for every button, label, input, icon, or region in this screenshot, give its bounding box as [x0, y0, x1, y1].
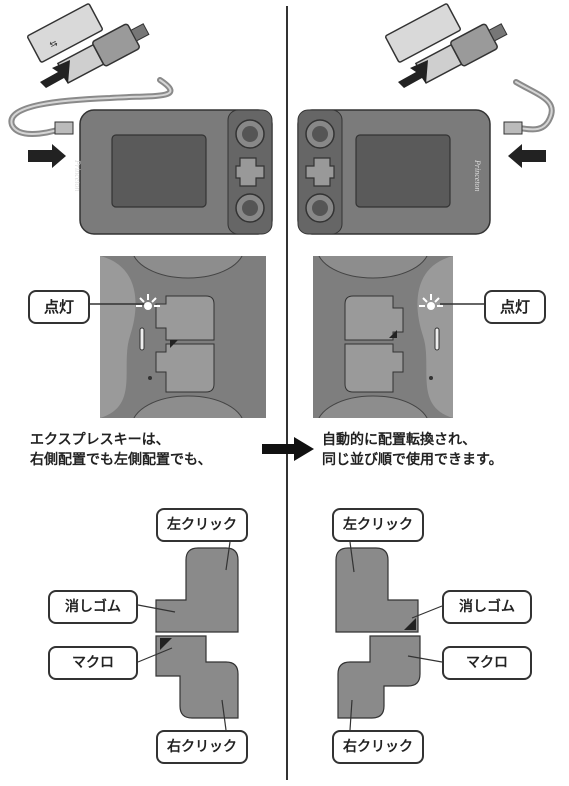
indicator-light-icon	[419, 294, 443, 310]
right-key-macro-label: マクロ	[442, 646, 532, 680]
usb-port-icon	[385, 3, 461, 63]
indicator-light-icon	[136, 294, 160, 310]
insert-arrow-icon	[398, 60, 428, 88]
right-light-callout: 点灯	[484, 290, 546, 324]
center-divider	[286, 6, 288, 780]
side-arrow-icon	[28, 144, 66, 168]
left-key-eraser-label: 消しゴム	[48, 590, 138, 624]
right-caption-line1: 自動的に配置転換され、	[322, 432, 477, 448]
left-light-callout: 点灯	[28, 290, 90, 324]
right-key-eraser-label: 消しゴム	[442, 590, 532, 624]
left-key-macro-label: マクロ	[48, 646, 138, 680]
left-key-right-click-label: 右クリック	[156, 730, 248, 764]
left-caption-line2: 右側配置でも左側配置でも、	[30, 452, 212, 468]
right-light-leader	[440, 303, 486, 305]
left-closeup-illustration	[100, 256, 266, 418]
right-usb-connection-illustration	[297, 3, 555, 235]
right-closeup-illustration	[313, 256, 453, 418]
left-key-left-click-label: 左クリック	[156, 508, 248, 542]
left-caption-line1: エクスプレスキーは、	[30, 432, 170, 448]
right-key-layout	[335, 547, 421, 719]
insert-arrow-icon	[40, 60, 70, 88]
right-key-left-click-label: 左クリック	[332, 508, 424, 542]
left-light-leader	[88, 303, 144, 305]
usb-plug-icon	[414, 23, 508, 84]
left-key-layout	[155, 547, 239, 719]
right-key-right-click-label: 右クリック	[332, 730, 424, 764]
right-caption-line2: 同じ並び順で使用できます。	[322, 452, 503, 468]
side-arrow-icon	[508, 144, 546, 168]
right-arrow-icon	[262, 437, 314, 461]
left-usb-connection-illustration: ⇆	[8, 3, 273, 235]
usb-port-icon: ⇆	[27, 3, 103, 63]
svg-text:⇆: ⇆	[48, 38, 60, 51]
